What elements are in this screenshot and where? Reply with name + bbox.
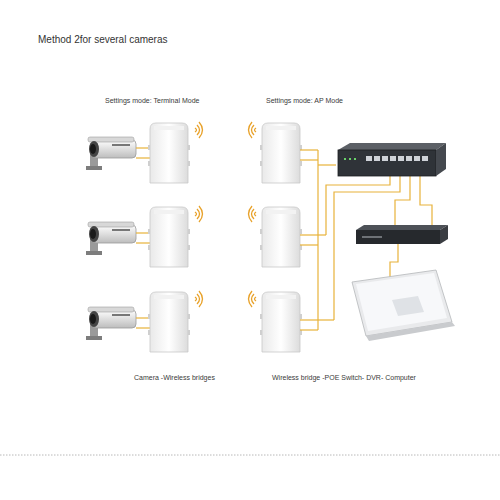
caption-label: Camera -Wireless bridges [134,374,215,381]
mode-label: Settings mode: AP Mode [266,97,343,104]
mode-label: Settings mode: Terminal Mode [105,97,199,104]
caption-label: Wireless bridge -POE Switch- DVR- Comput… [272,374,416,381]
diagram-title: Method 2for several cameras [38,34,168,45]
